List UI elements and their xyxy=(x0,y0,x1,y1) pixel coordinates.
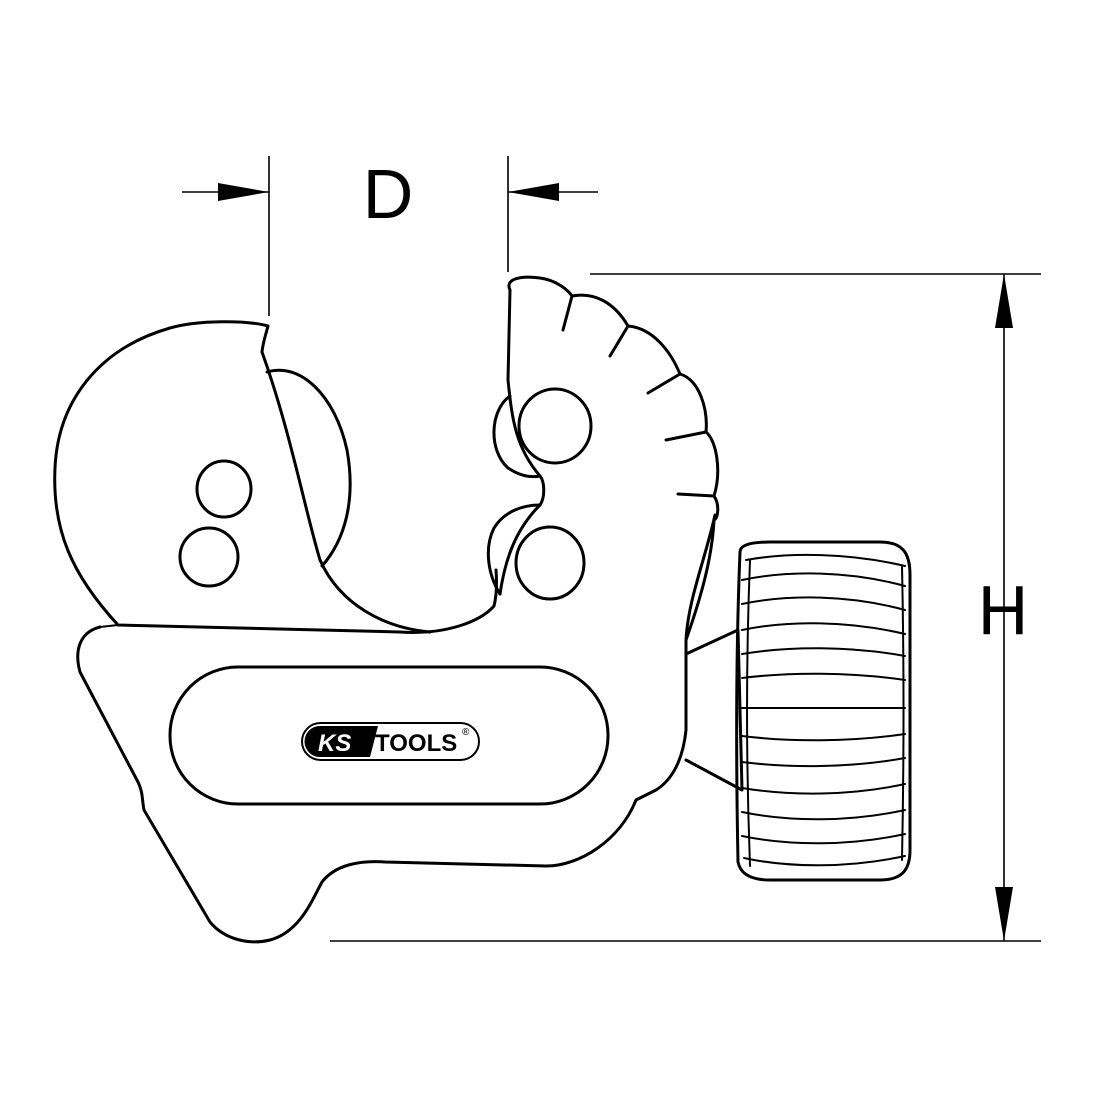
upper-roller-housing xyxy=(492,394,542,479)
brand-logo-registered-mark: ® xyxy=(462,727,470,738)
cutter-body xyxy=(53,320,717,944)
cutter-body-top-edge xyxy=(99,624,119,628)
frame-rivet-lower xyxy=(178,526,240,588)
knob-rim-right xyxy=(901,565,905,861)
cutter-lower-body xyxy=(76,513,717,944)
feed-screw-neck xyxy=(684,628,744,792)
brand-logo-tools: TOOLS xyxy=(375,730,457,757)
upper-roller xyxy=(517,387,593,465)
dimension-h-arrow-top xyxy=(995,274,1013,328)
lower-roller xyxy=(514,525,586,601)
cutting-wheel xyxy=(265,368,352,568)
dimension-d-arrow-right xyxy=(508,183,559,201)
feed-knob[interactable] xyxy=(684,540,912,882)
knob-outline xyxy=(735,540,912,882)
dimension-d: D xyxy=(182,155,598,316)
cutter-frame-outline xyxy=(53,320,499,634)
lower-roller-housing xyxy=(486,503,542,596)
brand-logo-ks: KS xyxy=(318,730,351,757)
sliding-jaw-front xyxy=(498,288,546,596)
cutter-frame-inner xyxy=(260,350,432,634)
cutting-wheel-outline xyxy=(265,368,352,568)
sliding-jaw-outline xyxy=(507,275,720,642)
dimension-h-label: H xyxy=(978,571,1029,649)
handle-grip-panel xyxy=(168,665,610,806)
brand-logo-dark-half xyxy=(304,726,378,757)
knob-knurling xyxy=(741,553,906,867)
dimension-d-label: D xyxy=(363,155,414,233)
brand-logo: KS TOOLS ® xyxy=(301,722,480,761)
jaw-serrations xyxy=(561,294,716,498)
sliding-jaw xyxy=(486,275,720,642)
frame-rivet-upper xyxy=(195,459,253,519)
dimension-h-arrow-bottom xyxy=(995,887,1013,941)
dimension-d-arrow-left xyxy=(218,183,269,201)
dimension-h: H xyxy=(330,273,1041,942)
knob-rim-left xyxy=(746,559,751,867)
